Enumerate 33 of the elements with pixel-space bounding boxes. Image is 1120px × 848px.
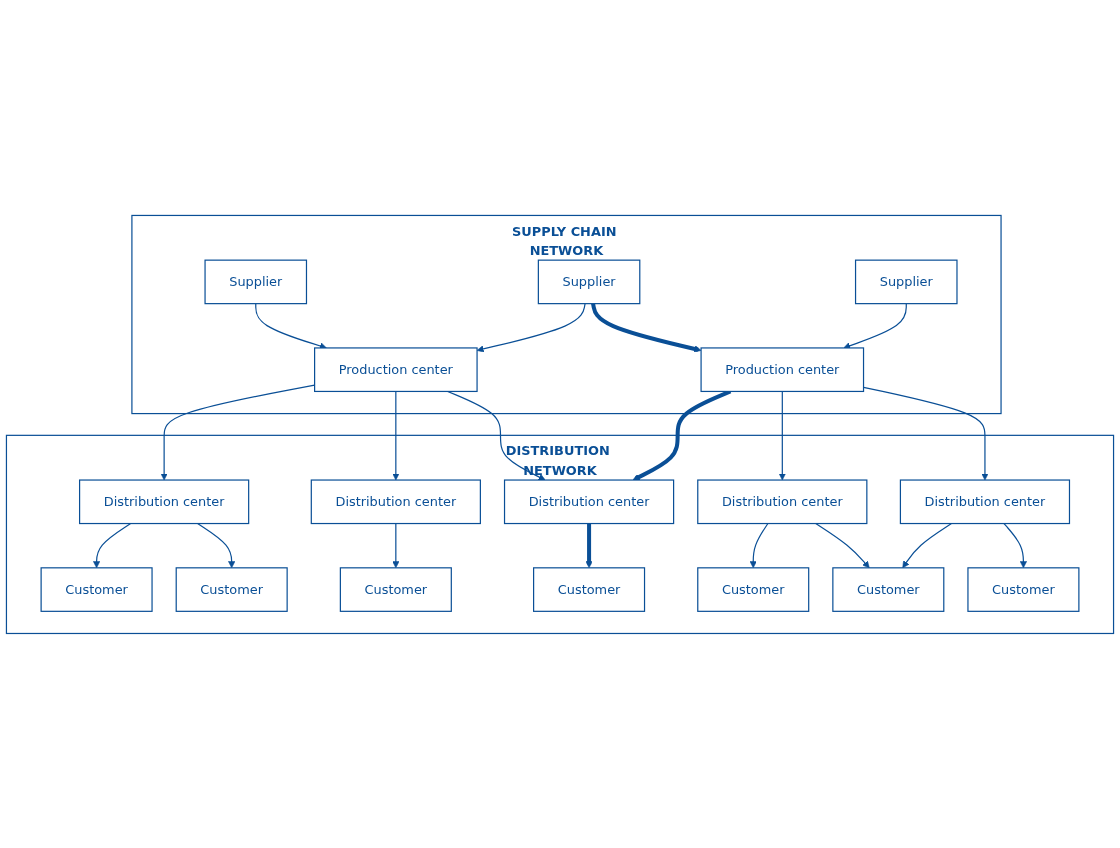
arrow bbox=[843, 302, 907, 349]
arrow bbox=[1003, 522, 1027, 568]
arrow bbox=[778, 390, 786, 480]
node-box: Distribution center bbox=[79, 478, 250, 524]
arrow bbox=[632, 389, 732, 480]
arrow bbox=[591, 302, 702, 352]
node-box: Supplier bbox=[537, 259, 641, 304]
arrow bbox=[392, 390, 400, 480]
node-box: Production center bbox=[700, 346, 865, 392]
node-box: Customer bbox=[339, 566, 452, 612]
node-box: Customer bbox=[832, 566, 945, 612]
node-box: Distribution center bbox=[697, 478, 868, 524]
arrow bbox=[902, 522, 953, 568]
arrow bbox=[476, 302, 586, 352]
arrow bbox=[392, 522, 400, 568]
node-box: Distribution center bbox=[503, 478, 675, 524]
node-box: Distribution center bbox=[310, 478, 481, 524]
arrow bbox=[815, 522, 870, 568]
arrow bbox=[447, 390, 546, 480]
arrow bbox=[197, 522, 236, 568]
arrow bbox=[255, 302, 327, 349]
arrow bbox=[585, 523, 593, 568]
node-box: Production center bbox=[314, 346, 478, 392]
node-box: Supplier bbox=[854, 259, 958, 304]
node-box: Customer bbox=[40, 566, 153, 612]
arrow bbox=[749, 522, 769, 568]
node-box: Distribution center bbox=[899, 478, 1071, 524]
node-box: Customer bbox=[697, 566, 810, 612]
arrow bbox=[93, 522, 132, 568]
node-box: Customer bbox=[175, 566, 288, 612]
node-box: Customer bbox=[533, 566, 646, 612]
node-box: Customer bbox=[967, 566, 1080, 612]
node-box: Supplier bbox=[204, 259, 308, 304]
